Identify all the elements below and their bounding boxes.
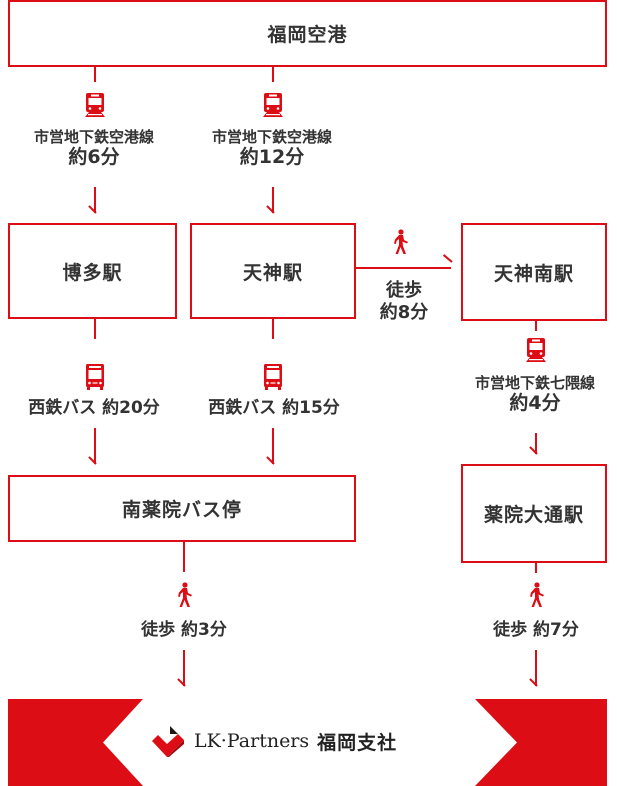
connector-arrow <box>535 433 537 454</box>
connector-line <box>272 319 274 339</box>
branch-name: 福岡支社 <box>317 731 398 754</box>
banner-ribbon <box>8 699 607 786</box>
walking-icon <box>178 582 192 607</box>
station-yakuin-odori: 薬院大通駅 <box>461 464 607 563</box>
connector-line <box>94 67 96 82</box>
connector-arrow <box>535 650 537 686</box>
route-label-airport-hakata: 市営地下鉄空港線 約6分 <box>33 128 154 168</box>
connector-line <box>535 321 537 331</box>
station-minami-yakuin-bus-stop: 南薬院バス停 <box>8 475 356 542</box>
station-tenjin-minami: 天神南駅 <box>461 223 607 321</box>
connector-arrow <box>94 428 96 464</box>
train-icon <box>526 338 546 362</box>
destination-brand: LK·Partners 福岡支社 <box>150 721 397 761</box>
route-label-tenjin-minami-yakuin: 市営地下鉄七隈線 約4分 <box>474 374 595 414</box>
route-label-bus-office: 徒歩 約3分 <box>141 620 227 640</box>
connector-arrow <box>272 187 274 213</box>
bus-icon <box>264 364 282 390</box>
bus-icon <box>86 364 104 390</box>
station-hakata: 博多駅 <box>8 223 177 319</box>
route-label-tenjin-tenjin-minami: 徒歩 約8分 <box>379 280 429 323</box>
destination-banner <box>8 699 607 786</box>
route-label-airport-tenjin: 市営地下鉄空港線 約12分 <box>211 128 332 168</box>
route-label-yakuin-office: 徒歩 約7分 <box>493 620 579 640</box>
connector-line <box>183 542 185 572</box>
route-label-tenjin-bus: 西鉄バス 約15分 <box>208 398 340 418</box>
connector-line <box>272 67 274 82</box>
connector-line <box>94 319 96 339</box>
train-icon <box>85 93 105 117</box>
walking-icon <box>394 229 408 254</box>
brand-name: LK·Partners <box>194 730 310 752</box>
train-icon <box>263 93 283 117</box>
walking-icon <box>530 582 544 607</box>
connector-arrow <box>356 267 451 269</box>
connector-arrow <box>183 650 185 686</box>
lk-partners-logo-icon <box>152 726 184 757</box>
arrowhead <box>442 254 453 263</box>
route-label-hakata-bus: 西鉄バス 約20分 <box>28 398 160 418</box>
connector-arrow <box>94 187 96 213</box>
connector-arrow <box>272 428 274 464</box>
station-fukuoka-airport: 福岡空港 <box>8 0 607 67</box>
station-tenjin: 天神駅 <box>190 223 356 319</box>
connector-line <box>535 563 537 573</box>
